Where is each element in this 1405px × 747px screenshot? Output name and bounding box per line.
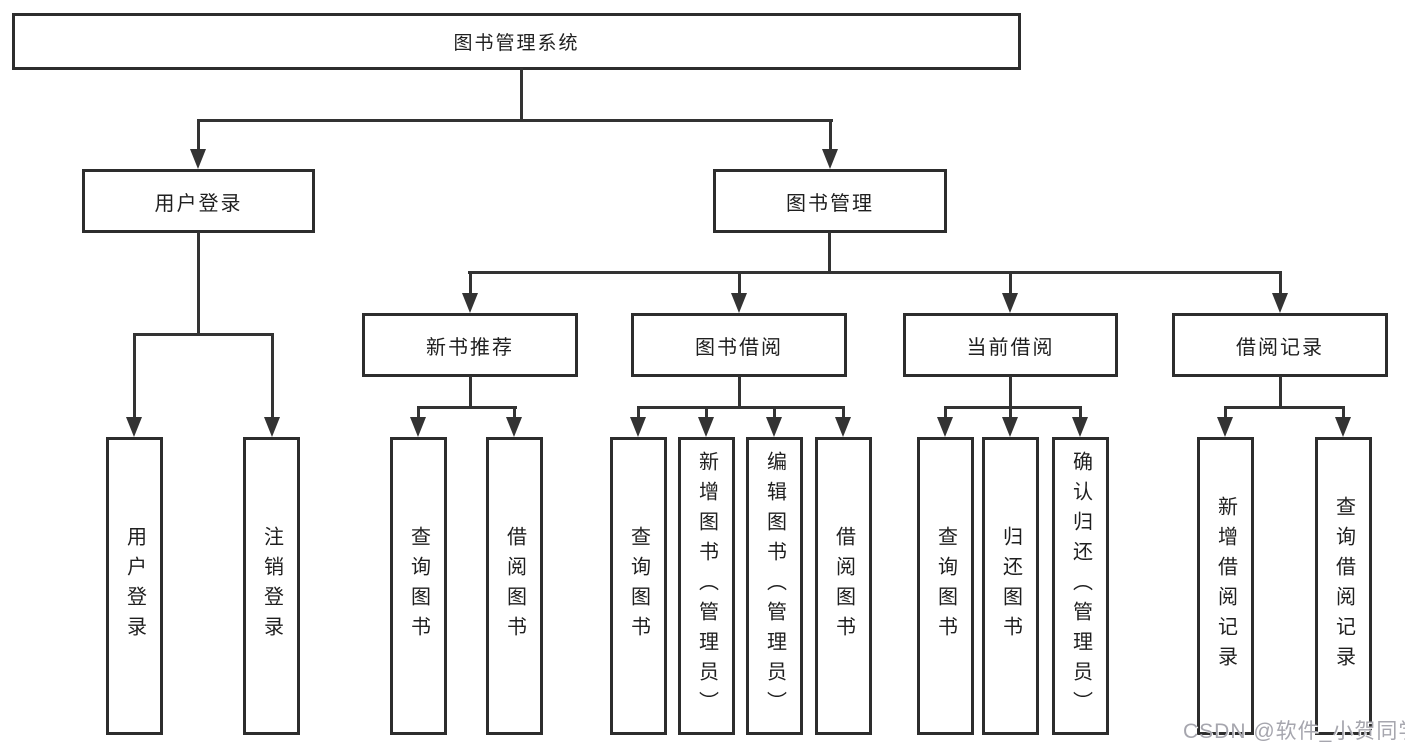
leaf-logout: 注销登录 [243,437,300,735]
leaf-confirm-return-admin-label: 确认归还（管理员） [1069,451,1092,721]
leaf-user-login: 用户登录 [106,437,163,735]
arrow-down-icon [822,149,838,169]
connector-book-management-drop [738,271,741,297]
connector-current-borrowing-rail [944,406,1082,409]
leaf-edit-book-admin: 编辑图书（管理员） [746,437,803,735]
arrow-down-icon [731,293,747,313]
connector-root-drop-right [829,119,832,155]
connector-current-borrowing-drop [944,406,947,422]
connector-borrowing-records-drop [1224,406,1227,422]
leaf-query-books-label: 查询图书 [627,526,650,646]
arrow-down-icon [506,417,522,437]
arrow-down-icon [1217,417,1233,437]
connector-root-stem [520,68,523,122]
arrow-down-icon [698,417,714,437]
node-current-borrowing: 当前借阅 [903,313,1118,377]
arrow-down-icon [937,417,953,437]
connector-book-borrowing-rail [637,406,845,409]
node-book-borrowing: 图书借阅 [631,313,847,377]
connector-book-management-drop [1279,271,1282,297]
arrow-down-icon [1002,417,1018,437]
node-root: 图书管理系统 [12,13,1021,70]
leaf-query-books-label: 查询图书 [407,526,430,646]
connector-book-borrowing-drop [842,406,845,422]
leaf-query-borrow-record: 查询借阅记录 [1315,437,1372,735]
connector-borrowing-records-drop [1342,406,1345,422]
csdn-watermark: CSDN @软件_小贺同学 [1183,720,1405,743]
arrow-down-icon [264,417,280,437]
connector-user-login-rail [133,333,274,336]
connector-root-rail [197,119,833,122]
leaf-logout-label: 注销登录 [260,526,283,646]
arrow-down-icon [1335,417,1351,437]
node-user-login-label: 用户登录 [154,192,243,215]
arrow-down-icon [190,149,206,169]
arrow-down-icon [126,417,142,437]
connector-user-login-stem [197,232,200,336]
connector-new-book-drop [417,406,420,422]
connector-borrowing-records-stem [1279,376,1282,409]
node-current-borrowing-label: 当前借阅 [966,336,1055,359]
leaf-return-book: 归还图书 [982,437,1039,735]
connector-book-management-drop [469,271,472,297]
connector-new-book-drop [513,406,516,422]
connector-root-drop-left [197,119,200,155]
leaf-confirm-return-admin: 确认归还（管理员） [1052,437,1109,735]
leaf-borrow-books-label: 借阅图书 [503,526,526,646]
connector-current-borrowing-stem [1009,376,1012,409]
leaf-query-borrow-record-label: 查询借阅记录 [1332,496,1355,676]
leaf-add-book-admin-label: 新增图书（管理员） [695,451,718,721]
connector-user-login-drop [271,333,274,421]
connector-new-book-rail [417,406,517,409]
connector-book-borrowing-drop [705,406,708,422]
arrow-down-icon [766,417,782,437]
connector-book-borrowing-drop [773,406,776,422]
node-book-management: 图书管理 [713,169,947,233]
node-new-book-recommend-label: 新书推荐 [426,336,514,359]
connector-borrowing-records-rail [1224,406,1345,409]
arrow-down-icon [1272,293,1288,313]
connector-book-management-rail [468,271,1282,274]
node-root-label: 图书管理系统 [453,33,580,54]
leaf-query-books-current: 查询图书 [917,437,974,735]
leaf-query-books-recommend: 查询图书 [390,437,447,735]
connector-book-management-stem [828,232,831,274]
node-book-management-label: 图书管理 [786,192,874,215]
leaf-borrow-books-borrowing: 借阅图书 [815,437,872,735]
leaf-return-book-label: 归还图书 [999,526,1022,646]
arrow-down-icon [1072,417,1088,437]
connector-current-borrowing-drop [1079,406,1082,422]
arrow-down-icon [630,417,646,437]
arrow-down-icon [410,417,426,437]
connector-book-borrowing-stem [738,376,741,409]
leaf-borrow-books-recommend: 借阅图书 [486,437,543,735]
node-borrowing-records: 借阅记录 [1172,313,1388,377]
node-user-login: 用户登录 [82,169,315,233]
leaf-edit-book-admin-label: 编辑图书（管理员） [763,451,786,721]
connector-new-book-stem [469,376,472,409]
connector-book-borrowing-drop [637,406,640,422]
node-borrowing-records-label: 借阅记录 [1236,336,1324,359]
connector-current-borrowing-drop [1009,406,1012,422]
arrow-down-icon [835,417,851,437]
arrow-down-icon [1002,293,1018,313]
node-book-borrowing-label: 图书借阅 [695,336,783,359]
leaf-query-books-borrowing: 查询图书 [610,437,667,735]
leaf-add-borrow-record-label: 新增借阅记录 [1214,496,1237,676]
arrow-down-icon [462,293,478,313]
leaf-query-books-label: 查询图书 [934,526,957,646]
connector-book-management-drop [1009,271,1012,297]
leaf-user-login-label: 用户登录 [123,526,146,646]
leaf-add-borrow-record: 新增借阅记录 [1197,437,1254,735]
leaf-borrow-books-label: 借阅图书 [832,526,855,646]
connector-user-login-drop [133,333,136,421]
leaf-add-book-admin: 新增图书（管理员） [678,437,735,735]
node-new-book-recommend: 新书推荐 [362,313,578,377]
